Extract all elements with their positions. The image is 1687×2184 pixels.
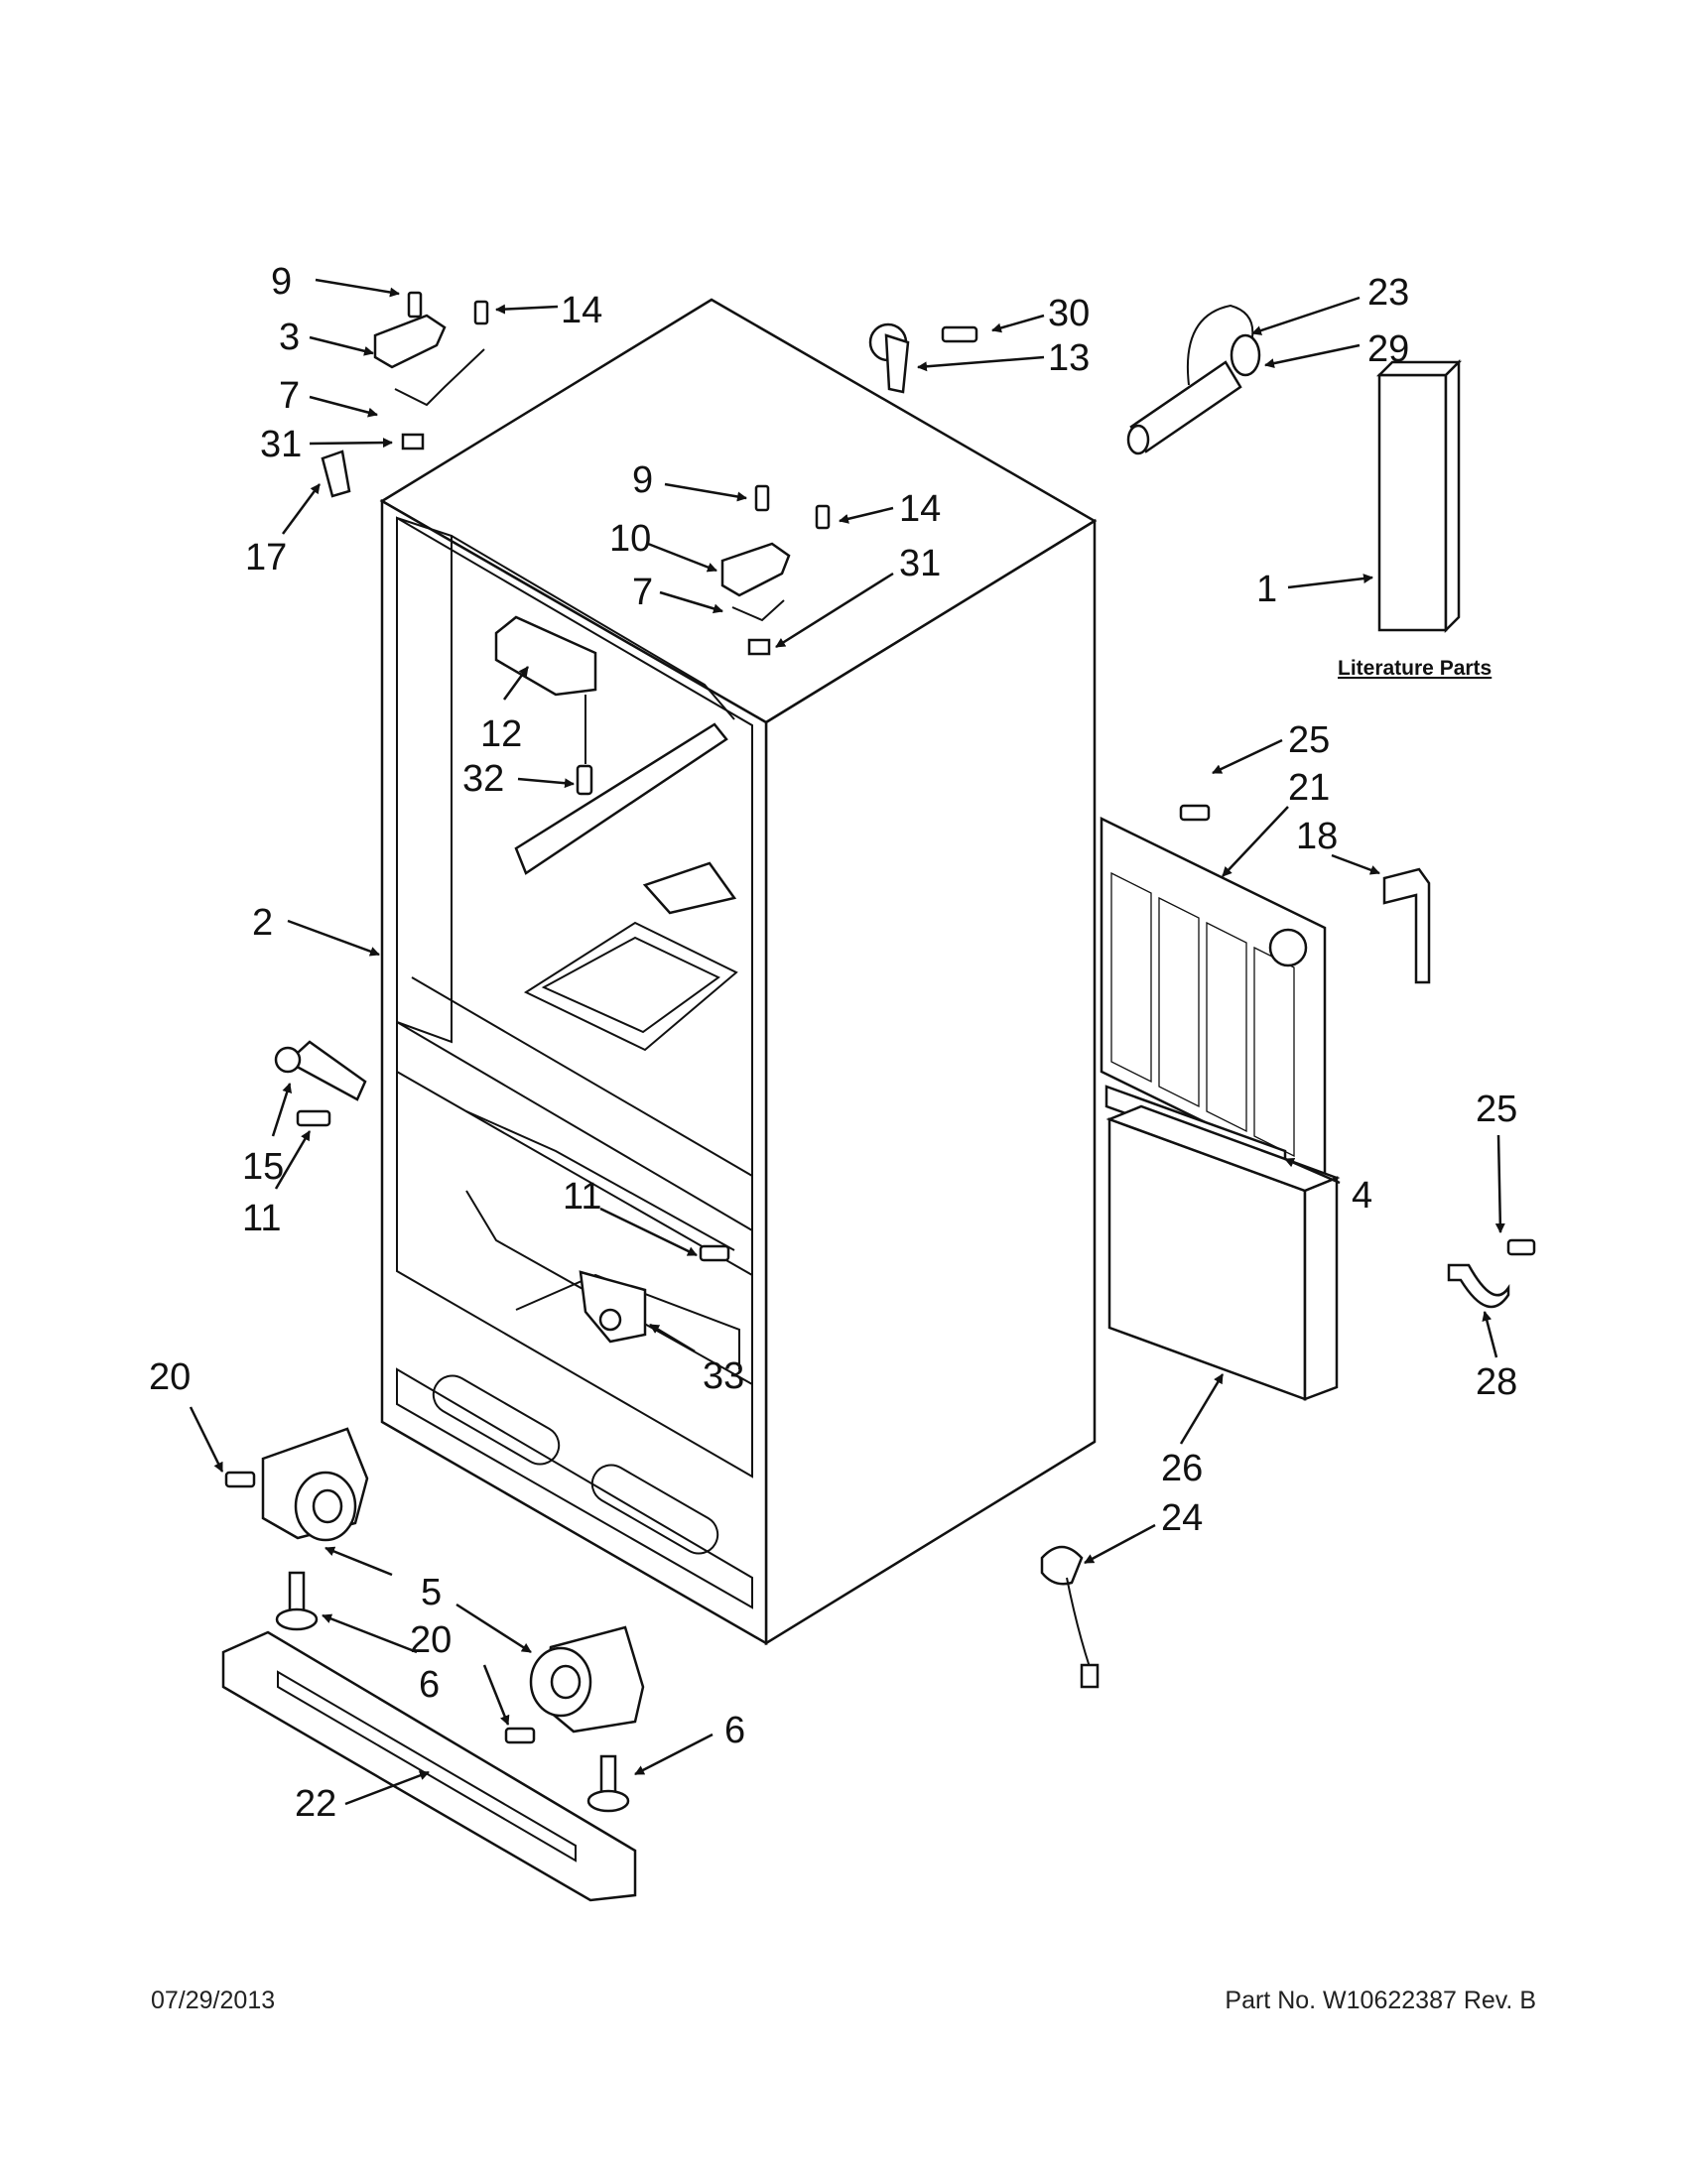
- callout-25-panel: 25: [1288, 719, 1330, 761]
- top-left-hinge-assembly: [321, 291, 489, 498]
- rollers: [224, 1427, 645, 1744]
- callout-32: 32: [462, 758, 504, 800]
- callout-15: 15: [242, 1146, 284, 1188]
- callout-12: 12: [480, 713, 522, 755]
- clamp: [1447, 1238, 1536, 1309]
- callout-14-top-left: 14: [561, 290, 602, 331]
- callout-17: 17: [245, 537, 287, 578]
- access-panel: [1100, 804, 1431, 1184]
- callout-6-right: 6: [724, 1710, 745, 1751]
- callout-18: 18: [1296, 816, 1338, 857]
- top-right-hinge-assembly: [720, 484, 831, 656]
- callout-22: 22: [295, 1783, 336, 1825]
- callout-20-left: 20: [149, 1356, 191, 1398]
- water-tube: [1126, 304, 1261, 455]
- callout-24: 24: [1161, 1497, 1203, 1539]
- callout-9-top-right: 9: [632, 459, 653, 501]
- callout-4: 4: [1352, 1175, 1372, 1217]
- literature-book: [1375, 358, 1463, 634]
- dispenser-bracket: [494, 615, 597, 796]
- callout-21: 21: [1288, 767, 1330, 809]
- wire-harness: [1040, 1545, 1100, 1689]
- toe-grille: [221, 1630, 637, 1902]
- water-valve: [868, 322, 978, 394]
- cabinet-hinges: [274, 1040, 730, 1344]
- callout-11-center: 11: [563, 1176, 601, 1218]
- callout-25-clamp: 25: [1476, 1089, 1517, 1130]
- callout-9-top-left: 9: [271, 261, 292, 303]
- callout-14-top-right: 14: [899, 488, 941, 530]
- leader-lines: [189, 278, 1505, 1806]
- callout-20-right: 20: [410, 1619, 452, 1661]
- callout-11-left: 11: [242, 1198, 281, 1239]
- kickplate-panel: [1104, 1085, 1341, 1401]
- callout-33: 33: [703, 1355, 744, 1397]
- callout-29: 29: [1367, 328, 1409, 370]
- callout-30: 30: [1048, 293, 1090, 334]
- callout-7-top-right: 7: [632, 572, 653, 613]
- callout-7-top-left: 7: [279, 375, 300, 417]
- callout-23: 23: [1367, 272, 1409, 314]
- callout-31-top-right: 31: [899, 543, 941, 584]
- literature-parts-label: Literature Parts: [1338, 657, 1492, 680]
- callout-26: 26: [1161, 1448, 1203, 1489]
- footer-date: 07/29/2013: [151, 1987, 276, 2014]
- callout-labels: 9 14 3 7 31 17 30 13 23 29 9 14 10 31 7 …: [149, 261, 1517, 1825]
- footer-part-number: Part No. W10622387 Rev. B: [1225, 1987, 1536, 2014]
- callout-10: 10: [609, 518, 651, 560]
- refrigerator-cabinet: [379, 298, 1098, 1646]
- callout-1: 1: [1256, 569, 1277, 610]
- callout-28: 28: [1476, 1361, 1517, 1403]
- callout-3: 3: [279, 317, 300, 358]
- callout-5: 5: [421, 1572, 442, 1613]
- callout-31-top-left: 31: [260, 424, 302, 465]
- leveling-legs: [275, 1571, 630, 1813]
- callout-6-left: 6: [419, 1664, 440, 1706]
- callout-13: 13: [1048, 337, 1090, 379]
- callout-2: 2: [252, 902, 273, 944]
